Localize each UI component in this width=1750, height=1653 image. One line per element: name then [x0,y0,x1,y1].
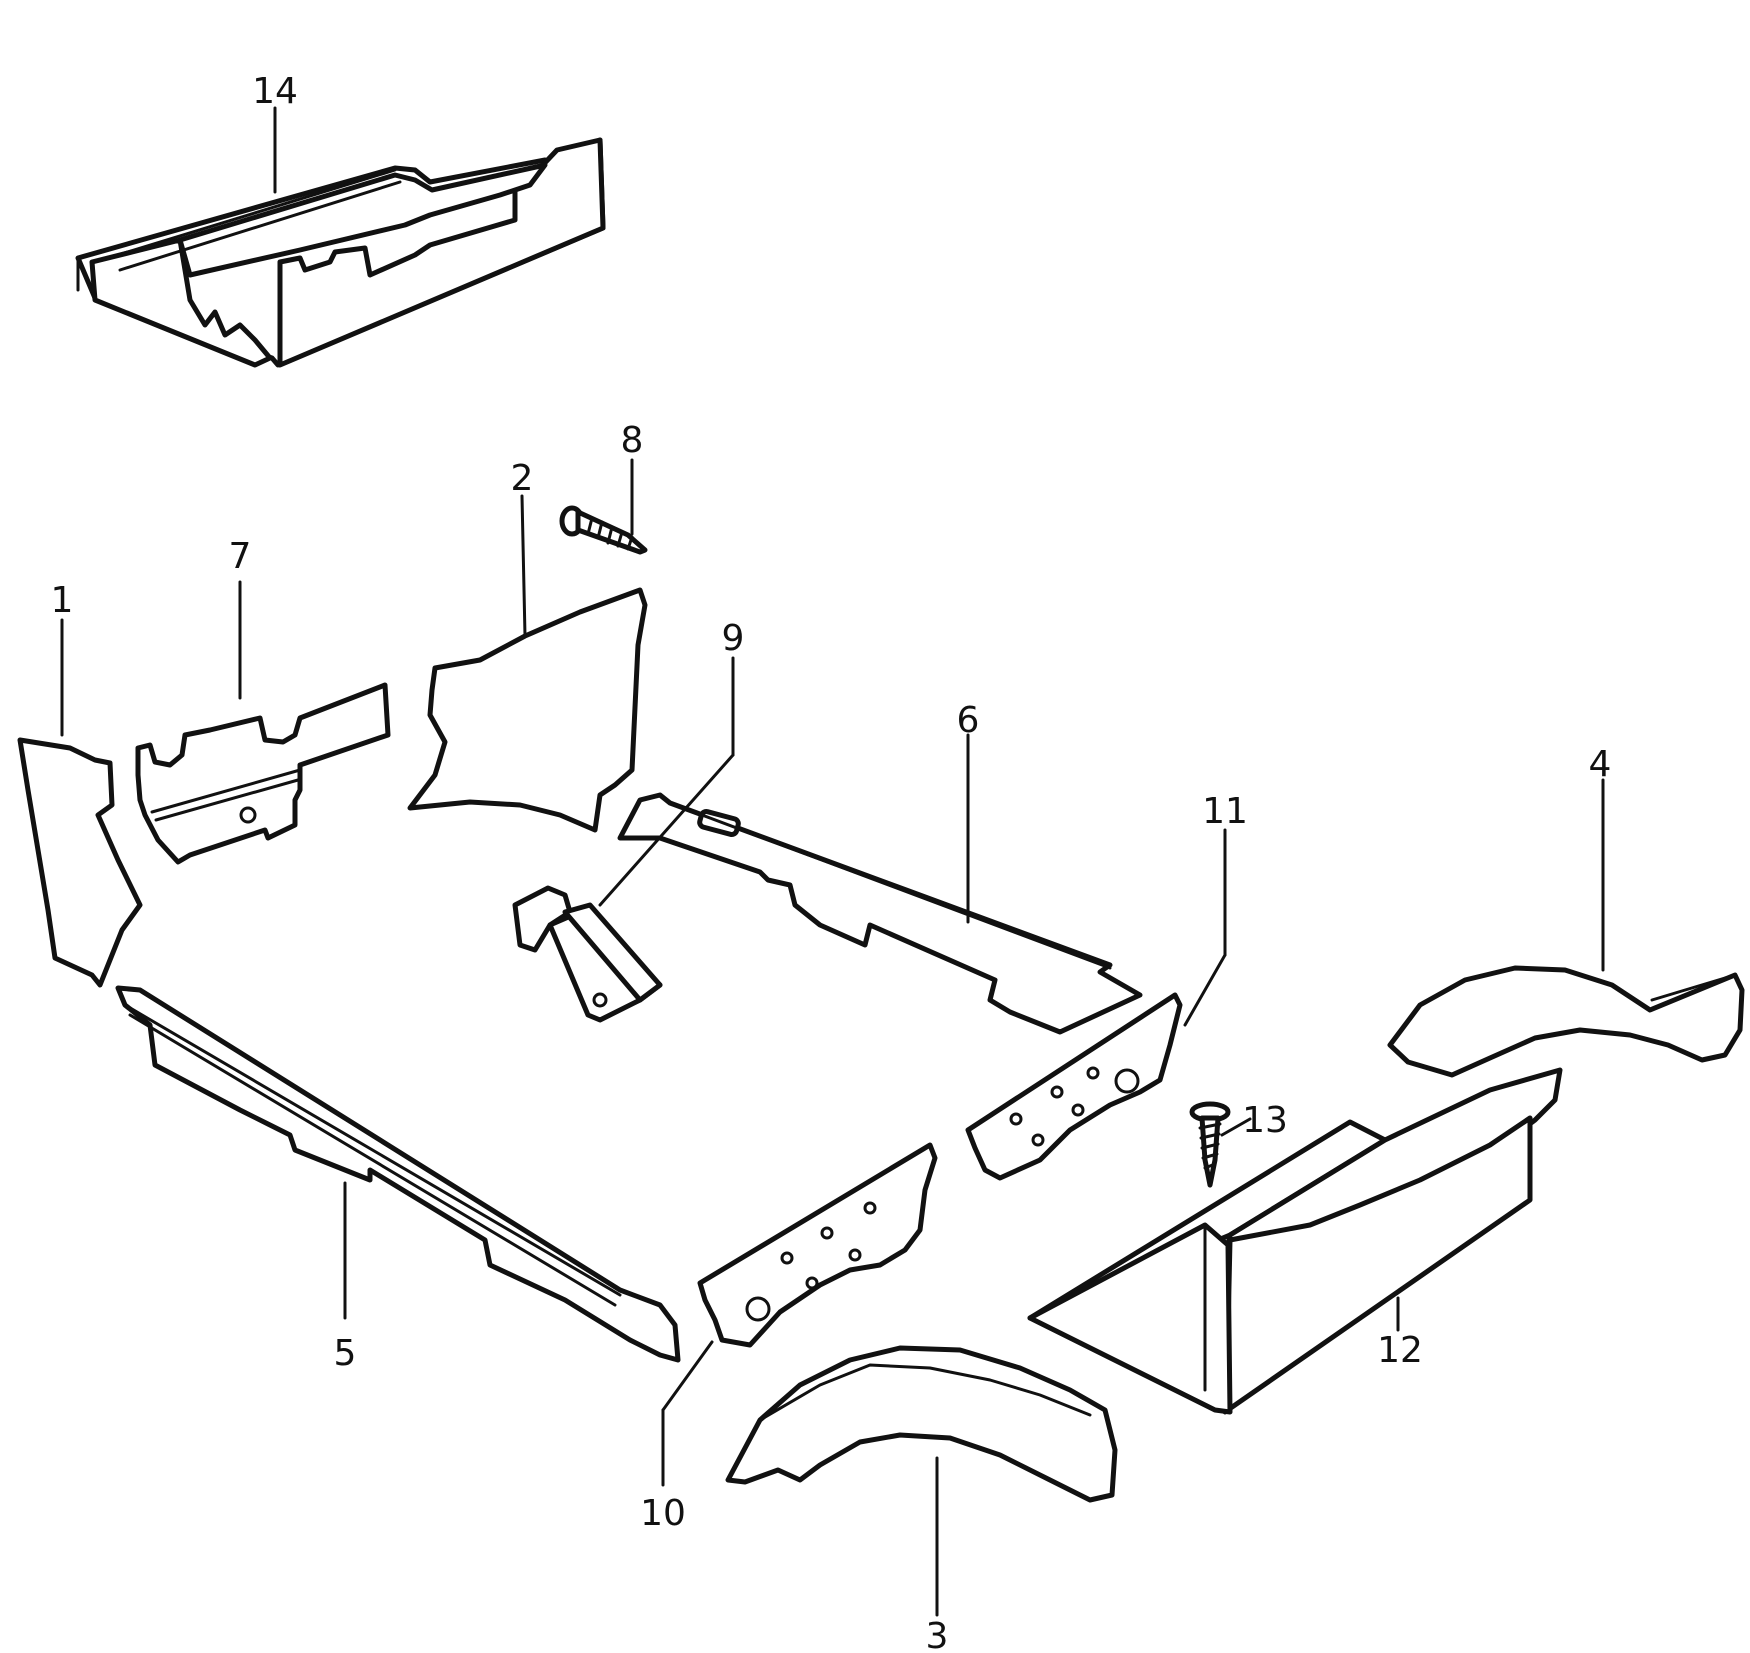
leader-10b [661,1340,714,1412]
part-11-plate [965,992,1183,1181]
part-12-wheel-housing [1027,1067,1563,1415]
part-5-rocker-strip [115,985,681,1363]
part-4-wheel-arch-panel [1387,965,1745,1078]
callout-2: 2 [511,458,534,499]
part-1-front-panel [17,737,143,988]
callout-7: 7 [229,536,252,577]
callout-3: 3 [926,1616,949,1653]
part-2-side-panel [407,587,648,833]
leader-lines [60,106,1605,1617]
leader-11b [1183,953,1227,1027]
part-9-bracket [512,885,663,1023]
callout-14: 14 [252,71,298,112]
callout-4: 4 [1589,744,1612,785]
part-7-bulkhead-panel [135,682,391,865]
leader-13 [1220,1117,1252,1137]
callout-11: 11 [1202,791,1248,832]
callout-labels: 14 8 2 7 1 9 6 11 4 13 5 12 10 3 [51,71,1612,1653]
part-8-screw [559,505,648,555]
callout-5: 5 [334,1333,357,1374]
callout-6: 6 [957,700,980,741]
callout-12: 12 [1377,1330,1423,1371]
part-10-plate [697,1142,938,1348]
callout-13: 13 [1242,1100,1288,1141]
part-6-sill-strip [617,792,1143,1035]
part-14-insulation-tray [75,137,606,368]
leader-9b [598,753,735,907]
callout-1: 1 [51,580,74,621]
callout-10: 10 [640,1493,686,1534]
part-3-wheel-arch-panel [725,1345,1118,1503]
part-13-screw [1189,1101,1231,1188]
callout-8: 8 [621,420,644,461]
leader-2 [520,494,527,638]
callout-9: 9 [722,618,745,659]
